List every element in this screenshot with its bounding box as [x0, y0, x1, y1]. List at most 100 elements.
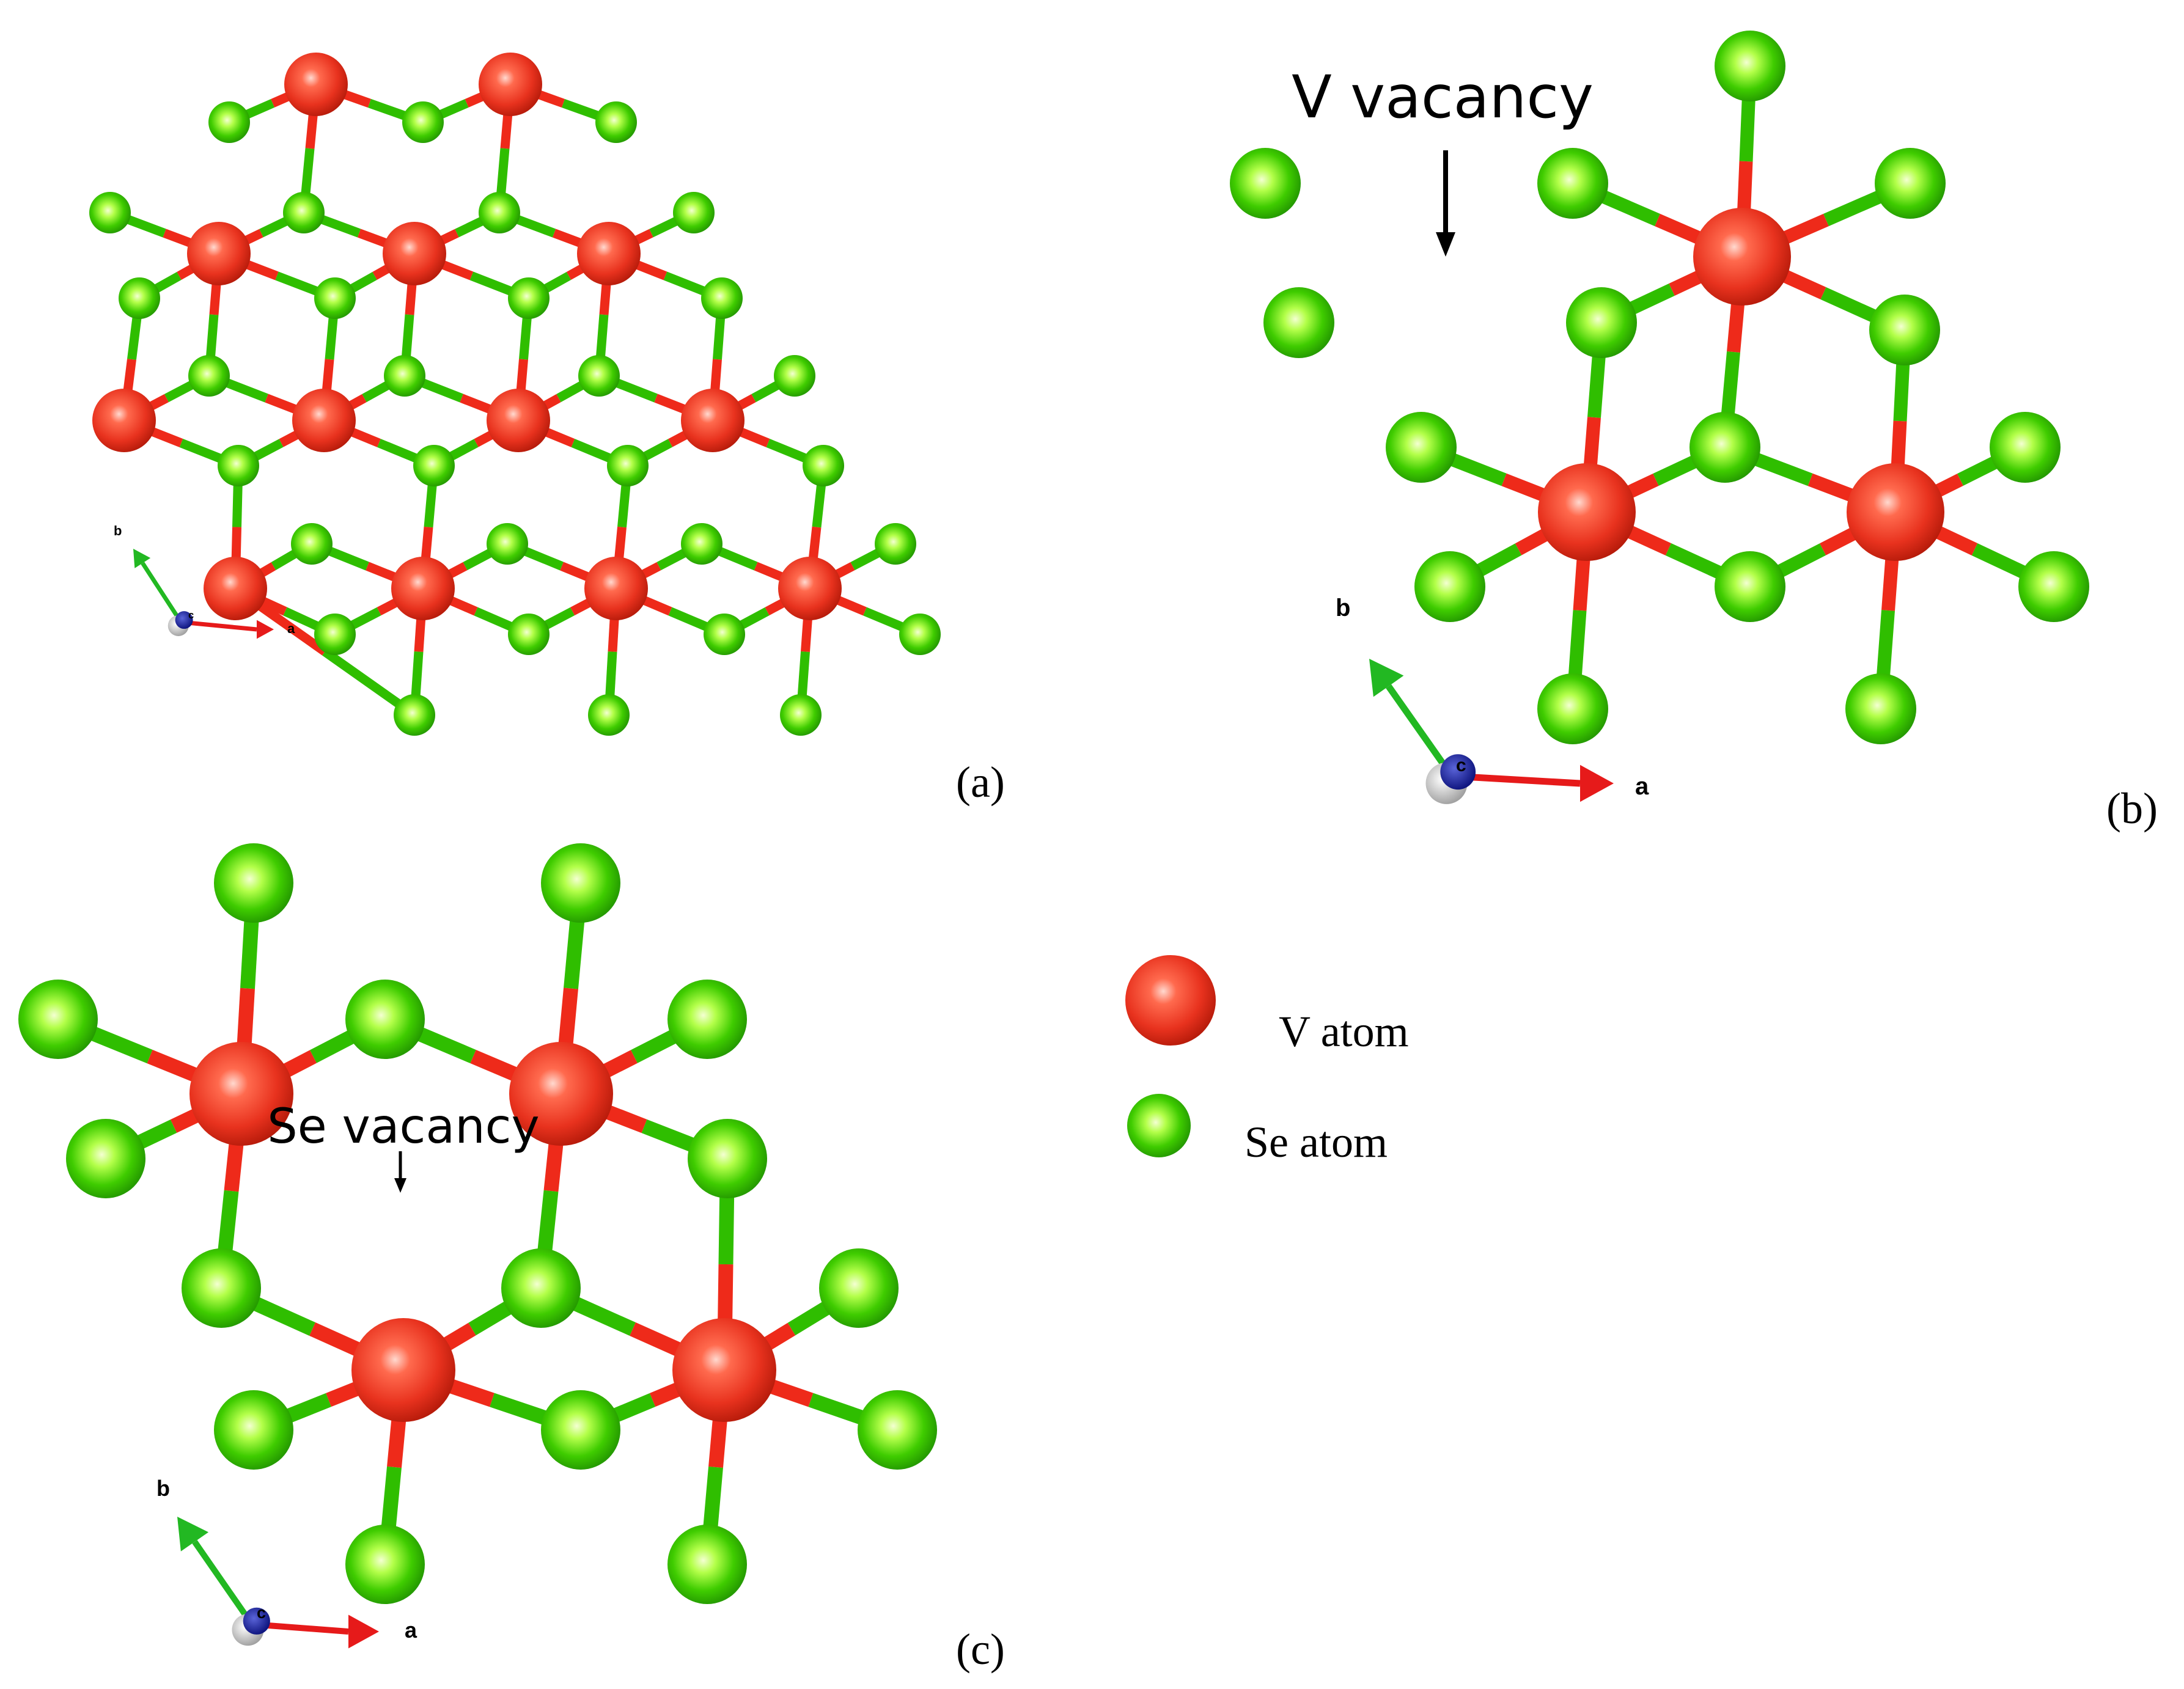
se-atom [774, 355, 815, 397]
se-atom [66, 1119, 145, 1198]
se-atom [508, 277, 550, 319]
axis-a-label: a [287, 621, 295, 636]
se-atom [479, 192, 520, 233]
se-atom [188, 355, 230, 397]
axis-b-label: b [156, 1476, 170, 1501]
se-vacancy-arrow [394, 1151, 406, 1193]
v-vacancy-arrow [1436, 150, 1455, 257]
v-atom [778, 557, 842, 620]
se-atom [673, 192, 715, 233]
se-atom [291, 523, 333, 565]
v-atom [487, 389, 550, 452]
v-atom [187, 222, 251, 285]
se-atom [1537, 673, 1608, 744]
axis-c-label: c [188, 610, 194, 621]
v-atom [92, 389, 156, 452]
panel-b-atoms [1230, 31, 2089, 744]
axis-b-line [192, 1540, 255, 1626]
se-atom [487, 523, 528, 565]
v-atom [204, 557, 267, 620]
se-atom [858, 1390, 937, 1470]
v-atom [1538, 463, 1636, 561]
se-atom [208, 101, 250, 143]
se-atom [681, 523, 722, 565]
axis-b-arrowhead [1369, 659, 1404, 697]
v-atom [383, 222, 446, 285]
v-atom [391, 557, 455, 620]
se-atom [89, 192, 131, 233]
v-atom [1847, 463, 1944, 561]
v-vacancy-label: V vacancy [1292, 63, 1594, 131]
v-atom [1693, 208, 1791, 306]
panel-c-structure [18, 843, 937, 1604]
se-atom [819, 1248, 899, 1328]
se-atom [182, 1248, 261, 1328]
axis-a-arrowhead [1580, 764, 1614, 802]
axis-a-line [180, 620, 257, 632]
se-atom [1386, 412, 1457, 483]
se-atom [345, 1525, 425, 1604]
se-atom [1990, 412, 2061, 483]
se-atom [214, 843, 293, 923]
se-atom [2018, 551, 2089, 622]
se-atom [1875, 148, 1946, 219]
axis-c-label: c [1456, 755, 1466, 775]
v-atom [577, 222, 641, 285]
v-atom [509, 1042, 613, 1146]
se-atom [595, 101, 637, 143]
v-atom [284, 53, 348, 116]
se-atom [780, 694, 822, 736]
panel-a-atoms [89, 53, 941, 736]
v-atom [584, 557, 648, 620]
se-atom [1566, 287, 1637, 358]
se-atom [541, 843, 620, 923]
se-atom [701, 277, 743, 319]
se-atom [394, 694, 435, 736]
axis-a-arrowhead [348, 1614, 379, 1649]
se-atom [688, 1119, 767, 1198]
panel-b-label: (b) [2106, 784, 2158, 833]
se-atom [345, 980, 425, 1059]
panel-c: Se vacancy abc (c) [18, 843, 1005, 1674]
se-atom [413, 445, 455, 486]
panel-a-axes: abc [114, 523, 295, 639]
axis-b-line [1386, 684, 1455, 779]
legend-v-atom-icon [1125, 955, 1216, 1046]
se-atom [578, 355, 620, 397]
panel-c-axes: abc [156, 1476, 417, 1649]
v-atom [292, 389, 356, 452]
panel-a-structure [89, 53, 941, 736]
v-atom [672, 1318, 776, 1422]
panel-a: abc (a) [89, 53, 1005, 807]
panel-b-structure [1230, 31, 2089, 744]
axis-b-line [141, 562, 183, 623]
panel-c-bonds [55, 882, 900, 1566]
legend-v-atom-label: V atom [1279, 1007, 1409, 1056]
se-atom [314, 277, 356, 319]
axis-a-label: a [1635, 773, 1649, 800]
se-atom [1230, 148, 1301, 219]
se-atom [314, 614, 356, 655]
axis-c-sphere [243, 1607, 270, 1635]
legend-se-atom-icon [1127, 1094, 1191, 1157]
panel-b-axes: a b c [1336, 595, 1649, 804]
axis-b-arrowhead [177, 1517, 209, 1552]
se-atom [1845, 673, 1916, 744]
se-atom [588, 694, 630, 736]
se-atom [803, 445, 844, 486]
se-atom [1263, 287, 1334, 358]
axis-b-label: b [1336, 595, 1350, 621]
panel-b: V vacancy a b c (b) [1230, 31, 2158, 833]
axis-c-sphere [1440, 754, 1476, 790]
se-atom [1715, 31, 1785, 101]
v-atom [479, 53, 542, 116]
v-atom [681, 389, 745, 452]
legend: V atom Se atom [1125, 955, 1409, 1167]
se-atom [119, 277, 160, 319]
se-vacancy-label: Se vacancy [267, 1099, 539, 1154]
axis-a-label: a [405, 1618, 417, 1643]
se-atom [607, 445, 649, 486]
se-atom [1689, 412, 1760, 483]
se-atom [541, 1390, 620, 1470]
